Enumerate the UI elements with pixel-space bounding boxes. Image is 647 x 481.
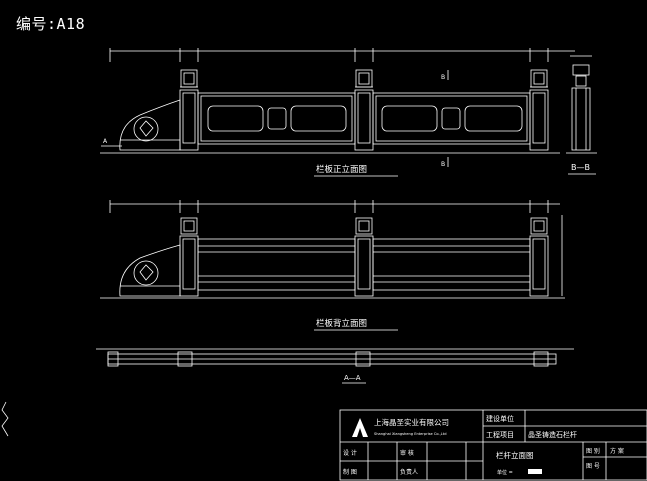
draw-label: 制 图 <box>343 468 357 476</box>
responsible-label: 负责人 <box>400 468 418 476</box>
section-marker-b-top: B <box>441 74 445 81</box>
section-a-title: A—A <box>344 374 361 382</box>
section-a-a <box>96 348 574 384</box>
back-elevation <box>100 200 565 331</box>
design-label: 设 计 <box>343 449 357 457</box>
section-b-title: B—B <box>571 163 590 172</box>
drawing-no-label: 图 号 <box>586 463 600 470</box>
review-label: 审 核 <box>400 449 414 457</box>
drawing-code: 编号:A18 <box>16 15 86 33</box>
build-unit-label: 建设单位 <box>486 414 514 423</box>
section-b-b <box>566 55 597 175</box>
section-marker-a: A <box>103 138 108 145</box>
company-name-en: Shanghai Xiangsheng Enterprise Co.,Ltd <box>374 432 446 436</box>
back-view-title: 栏板背立面图 <box>316 318 367 329</box>
project-name: 晶圣铸造石栏杆 <box>528 430 577 439</box>
company-name-cn: 上海晶圣实业有限公司 <box>374 417 449 427</box>
front-view-title: 栏板正立面图 <box>316 164 367 175</box>
scheme-label: 方 案 <box>610 447 624 455</box>
front-elevation <box>100 48 575 177</box>
section-marker-b-bottom: B <box>441 161 445 168</box>
title-block <box>339 409 647 481</box>
unit-label: 单位 = <box>497 469 513 476</box>
project-label: 工程项目 <box>486 430 514 439</box>
drawing-type-label: 图 别 <box>586 447 600 455</box>
drawing-name: 栏杆立面图 <box>496 450 534 460</box>
